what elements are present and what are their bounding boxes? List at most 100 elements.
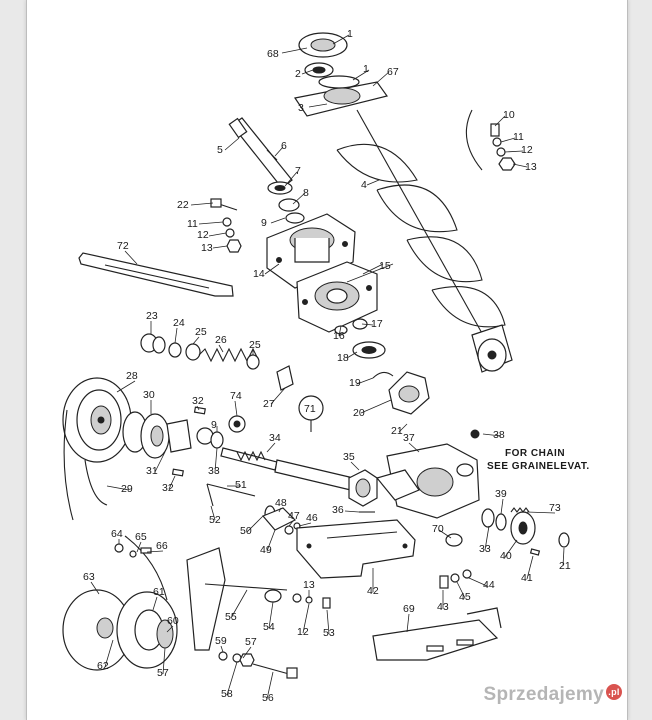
leader-line bbox=[278, 507, 282, 513]
callout-70: 70 bbox=[432, 523, 444, 535]
bevel-gear-parts bbox=[334, 318, 430, 415]
leader-line bbox=[284, 171, 298, 187]
callout-22: 22 bbox=[177, 199, 189, 211]
callout-25: 25 bbox=[249, 339, 261, 351]
callout-47: 47 bbox=[288, 510, 300, 522]
callout-41: 41 bbox=[521, 572, 533, 584]
leader-line bbox=[90, 581, 100, 595]
callout-1: 1 bbox=[363, 63, 369, 75]
callout-2: 2 bbox=[295, 68, 301, 80]
leader-line bbox=[301, 69, 314, 75]
callout-28: 28 bbox=[126, 370, 138, 382]
bolt-group-right bbox=[465, 109, 516, 171]
leader-line bbox=[500, 498, 504, 515]
callout-13: 13 bbox=[525, 161, 537, 173]
callout-15: 15 bbox=[379, 260, 391, 272]
leader-line bbox=[526, 555, 534, 580]
brake-disc-assembly bbox=[62, 535, 178, 671]
callout-6: 6 bbox=[281, 140, 287, 152]
leader-line bbox=[408, 442, 420, 453]
leader-line bbox=[504, 539, 518, 558]
leader-line bbox=[174, 327, 178, 344]
output-sprocket-assembly bbox=[481, 507, 570, 556]
callout-74: 74 bbox=[230, 390, 242, 402]
leader-line bbox=[226, 661, 238, 696]
leader-line bbox=[106, 485, 130, 491]
leader-line bbox=[146, 550, 164, 553]
callout-26: 26 bbox=[215, 334, 227, 346]
drive-shaft-5 bbox=[228, 117, 293, 189]
callout-48: 48 bbox=[275, 497, 287, 509]
leader-line bbox=[332, 34, 350, 45]
leader-line bbox=[504, 150, 524, 153]
leader-line bbox=[230, 589, 248, 619]
leader-line bbox=[104, 639, 114, 668]
leader-line bbox=[372, 71, 390, 87]
leader-line bbox=[270, 217, 286, 224]
callout-56: 56 bbox=[262, 692, 274, 704]
leader-line bbox=[168, 475, 176, 490]
callout-38: 38 bbox=[493, 429, 505, 441]
leader-line bbox=[350, 461, 360, 471]
auger-flighting bbox=[336, 109, 513, 373]
callout-13: 13 bbox=[201, 242, 213, 254]
leader-line bbox=[234, 400, 238, 417]
callout-60: 60 bbox=[167, 615, 179, 627]
callout-25: 25 bbox=[195, 326, 207, 338]
callout-67: 67 bbox=[387, 66, 399, 78]
leader-line bbox=[344, 510, 360, 513]
leader-line bbox=[362, 263, 384, 275]
callout-68: 68 bbox=[267, 48, 279, 60]
callout-50: 50 bbox=[240, 525, 252, 537]
callout-39: 39 bbox=[495, 488, 507, 500]
note-see-grain-elevator: SEE GRAINELEVAT. bbox=[487, 461, 590, 472]
leader-line bbox=[192, 336, 200, 345]
leader-line bbox=[264, 263, 280, 275]
leader-line bbox=[484, 525, 490, 551]
clutch-spring-assembly bbox=[140, 333, 294, 391]
leader-line bbox=[246, 515, 264, 533]
callout-65: 65 bbox=[135, 531, 147, 543]
watermark: Sprzedajemy.pl bbox=[483, 684, 622, 706]
leader-line bbox=[512, 163, 528, 168]
callout-12: 12 bbox=[297, 626, 309, 638]
callout-12: 12 bbox=[521, 144, 533, 156]
leader-line bbox=[456, 581, 466, 599]
callout-31: 31 bbox=[146, 465, 158, 477]
bolt-group-43-45 bbox=[439, 569, 472, 589]
bolt-group-left bbox=[210, 198, 242, 253]
main-gearbox-37 bbox=[375, 429, 480, 519]
watermark-brand: Sprzedajemy bbox=[483, 684, 604, 705]
leader-line bbox=[346, 351, 358, 359]
leader-line bbox=[198, 221, 224, 225]
leader-line bbox=[526, 511, 556, 514]
callout-66: 66 bbox=[156, 540, 168, 552]
drive-pulley-28 bbox=[62, 377, 132, 463]
leader-line bbox=[494, 115, 506, 127]
callout-13: 13 bbox=[303, 579, 315, 591]
callout-21: 21 bbox=[391, 425, 403, 437]
top-bearing-cap bbox=[294, 32, 389, 117]
reference-circle-71 bbox=[298, 395, 324, 432]
leader-line bbox=[166, 625, 174, 633]
callout-30: 30 bbox=[143, 389, 155, 401]
leader-line bbox=[406, 613, 410, 633]
leader-line bbox=[242, 646, 252, 659]
clutch-hub-30 bbox=[122, 411, 214, 459]
callout-18: 18 bbox=[337, 352, 349, 364]
callout-42: 42 bbox=[367, 585, 379, 597]
callout-52: 52 bbox=[209, 514, 221, 526]
leader-line bbox=[360, 399, 392, 414]
leader-line bbox=[136, 541, 142, 553]
leader-line bbox=[154, 451, 166, 473]
shift-linkage bbox=[206, 483, 301, 535]
callout-20: 20 bbox=[353, 407, 365, 419]
leader-line bbox=[274, 146, 284, 157]
leader-line bbox=[468, 577, 488, 587]
pins-and-washers bbox=[171, 406, 246, 477]
callout-33: 33 bbox=[208, 465, 220, 477]
callout-4: 4 bbox=[361, 179, 367, 191]
callout-45: 45 bbox=[459, 591, 471, 603]
callout-49: 49 bbox=[260, 544, 272, 556]
callout-44: 44 bbox=[483, 579, 495, 591]
